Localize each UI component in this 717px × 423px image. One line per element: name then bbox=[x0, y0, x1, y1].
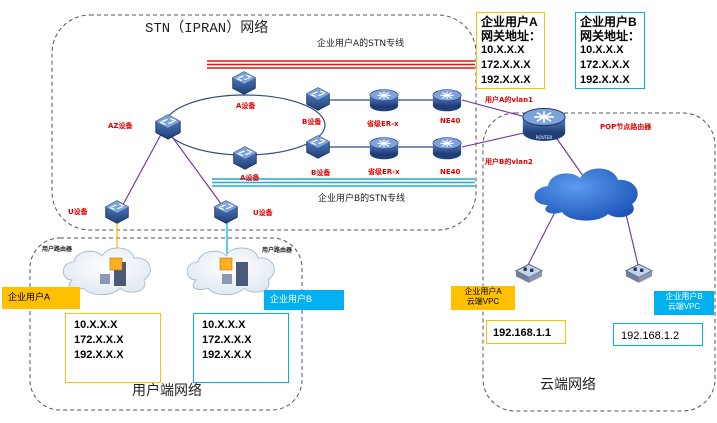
ne40-bottom-icon bbox=[432, 137, 462, 160]
user-network-title: 用户端网络 bbox=[132, 383, 202, 399]
vpc-b-tag-line1: 企业用户B bbox=[665, 292, 703, 301]
gateway-b-ip: 192.X.X.X bbox=[580, 74, 630, 86]
u-device-left-icon bbox=[105, 200, 129, 224]
u-device-right-label: U设备 bbox=[253, 209, 273, 217]
stn-line-a-label: 企业用户A的STN专线 bbox=[317, 39, 405, 49]
b-device-top-label: B设备 bbox=[302, 118, 322, 126]
user-cloud-a bbox=[62, 247, 151, 296]
stn-line-b-label: 企业用户B的STN专线 bbox=[318, 194, 406, 204]
gateway-b-title: 企业用户B bbox=[580, 15, 637, 29]
user-router-right-label: 用户路由器 bbox=[262, 247, 293, 254]
az-device-label: AZ设备 bbox=[108, 122, 133, 130]
user-a-ip: 172.X.X.X bbox=[74, 334, 124, 346]
stn-line-a bbox=[207, 60, 475, 69]
cloud-network-region bbox=[482, 112, 716, 412]
gateway-a-ip: 172.X.X.X bbox=[481, 59, 531, 71]
vpc-a-ip-box: 192.168.1.1 bbox=[486, 320, 566, 344]
gateway-a-ip: 192.X.X.X bbox=[481, 74, 531, 86]
pop-router-label: POP节点路由器 bbox=[600, 123, 652, 131]
user-router-left-label: 用户路由器 bbox=[42, 246, 73, 253]
gateway-b-ip: 10.X.X.X bbox=[580, 44, 624, 56]
vpc-a-server-icon bbox=[515, 263, 543, 284]
az-device-icon bbox=[155, 114, 181, 140]
user-a-ip: 10.X.X.X bbox=[74, 319, 118, 331]
er-x-bottom-label: 省级ER-x bbox=[368, 168, 400, 176]
u-device-right-icon bbox=[214, 200, 238, 224]
stn-network-title: STN（IPRAN）网络 bbox=[145, 21, 269, 37]
stn-network-region bbox=[51, 14, 477, 231]
er-x-top-label: 省级ER-x bbox=[367, 120, 399, 128]
gateway-a-subtitle: 网关地址： bbox=[481, 29, 542, 43]
gateway-a-ip: 10.X.X.X bbox=[481, 44, 525, 56]
access-links bbox=[118, 99, 639, 266]
vpc-a-tag-line2: 云端VPC bbox=[466, 297, 500, 306]
b-device-bottom-label: B设备 bbox=[311, 169, 331, 177]
user-b-ip: 10.X.X.X bbox=[202, 319, 246, 331]
gateway-b-box: 企业用户B 网关地址： 10.X.X.X 172.X.X.X 192.X.X.X bbox=[575, 12, 645, 89]
a-device-bottom-icon bbox=[233, 146, 257, 170]
vpc-b-tag: 企业用户B 云端VPC bbox=[654, 291, 714, 315]
vpc-a-tag-line1: 企业用户A bbox=[464, 287, 502, 296]
ne40-bottom-label: NE40 bbox=[440, 168, 461, 176]
gateway-b-ip: 172.X.X.X bbox=[580, 59, 630, 71]
u-device-left-label: U设备 bbox=[68, 208, 88, 216]
a-device-top-label: A设备 bbox=[236, 102, 256, 110]
vpc-b-ip-box: 192.168.1.2 bbox=[613, 323, 703, 346]
vpc-b-ip: 192.168.1.2 bbox=[621, 330, 680, 342]
internet-cloud bbox=[534, 168, 638, 221]
gateway-b-subtitle: 网关地址： bbox=[580, 29, 641, 43]
ne40-top-label: NE40 bbox=[440, 117, 461, 125]
vpc-b-server-icon bbox=[625, 263, 653, 284]
er-x-bottom-icon bbox=[369, 137, 399, 160]
vpc-a-ip: 192.168.1.1 bbox=[493, 327, 552, 339]
vpc-b-tag-line2: 云端VPC bbox=[667, 302, 701, 311]
user-cloud-b bbox=[186, 247, 275, 296]
user-a-ip-box: 10.X.X.X 172.X.X.X 192.X.X.X bbox=[65, 313, 161, 383]
a-device-top-icon bbox=[232, 71, 256, 95]
cloud-network-title: 云端网络 bbox=[540, 377, 596, 393]
user-b-tag: 企业用户B bbox=[264, 290, 344, 310]
a-device-bottom-label: A设备 bbox=[240, 174, 260, 182]
user-b-ip: 172.X.X.X bbox=[202, 334, 252, 346]
er-x-top-icon bbox=[369, 89, 399, 112]
user-network-region bbox=[29, 237, 303, 411]
gateway-a-title: 企业用户A bbox=[481, 15, 538, 29]
vlan-b-label: 用户B的vlan2 bbox=[485, 158, 533, 166]
user-b-ip: 192.X.X.X bbox=[202, 349, 252, 361]
gateway-a-box: 企业用户A 网关地址： 10.X.X.X 172.X.X.X 192.X.X.X bbox=[476, 12, 545, 89]
ne40-top-icon bbox=[432, 89, 462, 112]
router-icon-label: ROUTER bbox=[536, 135, 553, 140]
user-a-ip: 192.X.X.X bbox=[74, 349, 124, 361]
vlan-a-label: 用户A的vlan1 bbox=[485, 96, 533, 104]
stn-line-b bbox=[212, 178, 475, 187]
b-device-bottom-icon bbox=[306, 135, 330, 159]
user-b-ip-box: 10.X.X.X 172.X.X.X 192.X.X.X bbox=[193, 313, 289, 383]
vpc-a-tag: 企业用户A 云端VPC bbox=[451, 286, 515, 310]
user-a-tag: 企业用户A bbox=[2, 287, 80, 309]
